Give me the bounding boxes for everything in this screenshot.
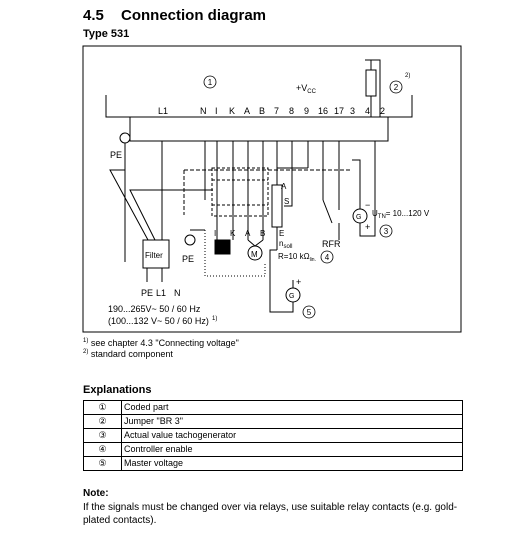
housing-left xyxy=(105,95,130,118)
r-value: R=10 kΩlin. xyxy=(278,252,316,263)
nsoll-label: nsoll xyxy=(279,239,292,250)
tacho-plus: + xyxy=(365,222,370,232)
explanations-title: Explanations xyxy=(83,384,152,396)
term-a: A xyxy=(244,106,250,116)
term-7: 7 xyxy=(274,106,279,116)
term-9: 9 xyxy=(304,106,309,116)
supply-range-2: (100...132 V~ 50 / 60 Hz) xyxy=(108,316,209,326)
fn2-mark-diagram: 2) xyxy=(405,73,410,79)
term-2: 2 xyxy=(380,106,385,116)
term-n: N xyxy=(200,106,207,116)
pot-s: S xyxy=(284,197,289,206)
callout-3: 3 xyxy=(384,227,389,236)
term-8: 8 xyxy=(289,106,294,116)
term-i: I xyxy=(215,106,218,116)
pot-a: A xyxy=(281,182,287,191)
term-3: 3 xyxy=(350,106,355,116)
inner-a: A xyxy=(245,229,251,238)
term-k: K xyxy=(229,106,235,116)
pot-e: E xyxy=(279,229,284,238)
pe-label: PE xyxy=(110,150,122,160)
tacho-gen-label: G xyxy=(356,214,361,221)
pe-terminal xyxy=(119,132,131,144)
internal-dashed-zone xyxy=(211,167,269,217)
supply-fn: 1) xyxy=(212,316,217,322)
section-title: Connection diagram xyxy=(121,7,267,24)
type-label: Type 531 xyxy=(83,28,130,40)
section-number: 4.5 xyxy=(83,7,104,24)
filter-label: Filter xyxy=(145,251,163,260)
inner-i: I xyxy=(214,229,216,238)
motor-label: M xyxy=(251,250,258,259)
callout-4: 4 xyxy=(325,253,330,262)
term-l1: L1 xyxy=(158,106,168,116)
footnote-1: 1) see chapter 4.3 "Connecting voltage" xyxy=(83,338,239,348)
jumper-br3 xyxy=(365,69,377,97)
housing-right xyxy=(388,95,413,118)
note-text: If the signals must be changed over via … xyxy=(83,502,458,526)
utn-label: UTN= 10...120 V xyxy=(372,209,430,220)
tacho-minus: − xyxy=(365,200,370,210)
bottom-l1: L1 xyxy=(156,288,166,298)
terminal-strip xyxy=(129,116,389,142)
term-b: B xyxy=(259,106,265,116)
connection-diagram: L1 N I K A B 7 8 9 16 17 3 4 2 PE +VCC 2… xyxy=(82,45,462,333)
inner-b: B xyxy=(260,229,265,238)
supply-range-1: 190...265V~ 50 / 60 Hz xyxy=(108,304,201,314)
inner-k: K xyxy=(230,229,236,238)
callout-5: 5 xyxy=(307,308,312,317)
diagram-frame xyxy=(82,45,462,333)
vcc-label: +VCC xyxy=(296,83,317,95)
term-4: 4 xyxy=(365,106,370,116)
pe-inner-label: PE xyxy=(182,254,194,264)
master-plus: + xyxy=(296,277,301,287)
term-16: 16 xyxy=(318,106,328,116)
callout-1: 1 xyxy=(208,78,213,87)
bottom-pe: PE xyxy=(141,288,153,298)
rfr-label: RFR xyxy=(322,239,341,249)
potentiometer xyxy=(271,184,283,228)
filter-box xyxy=(142,239,170,269)
footnote-2: 2) standard component xyxy=(83,349,173,359)
callout-2: 2 xyxy=(394,83,399,92)
term-17: 17 xyxy=(334,106,344,116)
note-title: Note: xyxy=(83,488,109,499)
bottom-n: N xyxy=(174,288,181,298)
master-gen-label: G xyxy=(289,293,294,300)
